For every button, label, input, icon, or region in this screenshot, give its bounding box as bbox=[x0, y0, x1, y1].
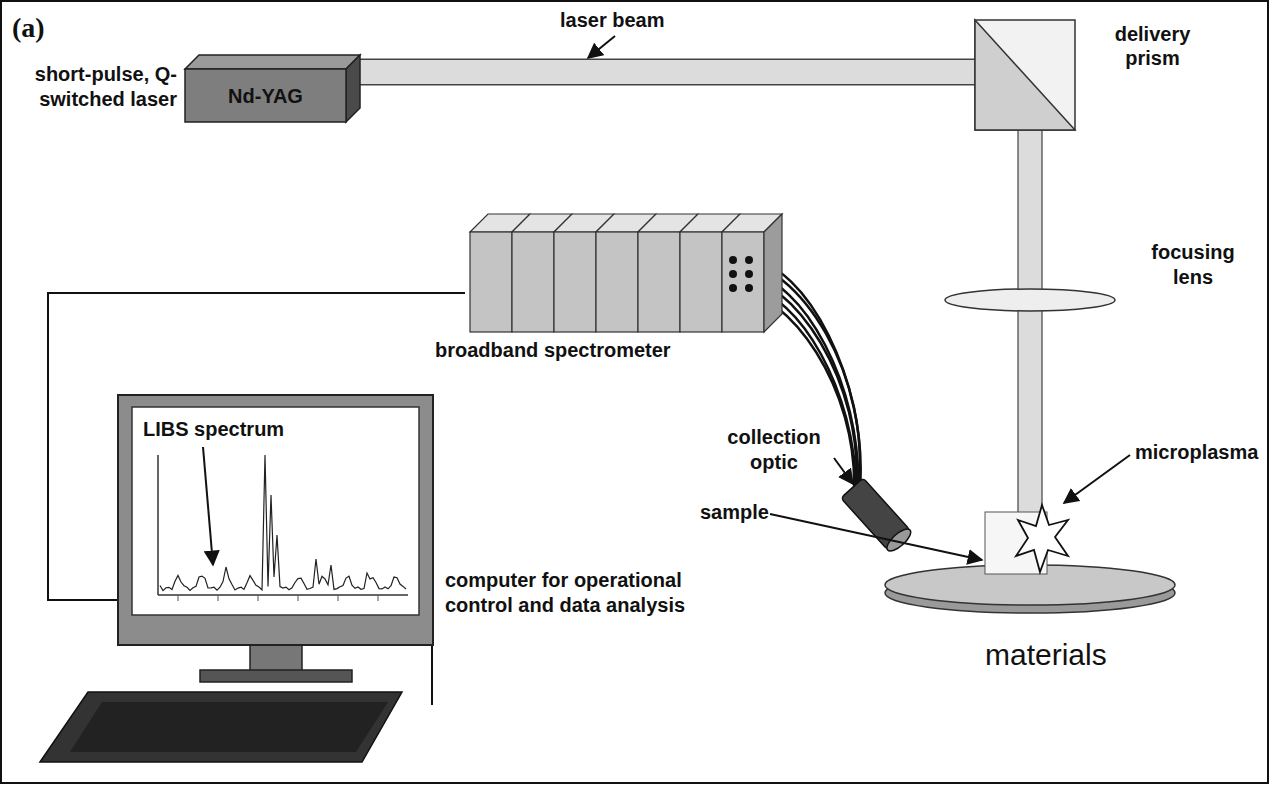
laser-label: short-pulse, Q-switched laser bbox=[5, 62, 177, 112]
spectrometer-slab bbox=[680, 232, 722, 332]
delivery-prism-shape bbox=[975, 20, 1075, 130]
vertical-beam bbox=[1018, 128, 1042, 514]
spectrometer-slab bbox=[722, 232, 764, 332]
spectrometer-slab bbox=[470, 232, 512, 332]
fiber-port bbox=[745, 256, 753, 264]
monitor-screen bbox=[132, 407, 419, 615]
prism-mirror bbox=[975, 20, 1075, 130]
fiber-port bbox=[745, 270, 753, 278]
spectrometer-side bbox=[764, 214, 782, 332]
axis-tick bbox=[258, 595, 259, 601]
spectrometer-box: broadband spectrometer bbox=[465, 210, 790, 335]
sample-label: sample bbox=[700, 500, 769, 525]
spectrum-axis bbox=[157, 455, 159, 595]
node-text: broadband spectrometer bbox=[435, 338, 671, 362]
laser-front bbox=[185, 69, 346, 122]
leader-line bbox=[834, 458, 853, 484]
fiber-port bbox=[729, 270, 737, 278]
axis-tick bbox=[298, 595, 299, 601]
keyboard bbox=[40, 692, 402, 762]
leader-line bbox=[1064, 455, 1130, 503]
leader-line bbox=[588, 36, 615, 58]
node-text: Nd-YAG bbox=[185, 69, 346, 122]
keyboard-keys bbox=[70, 702, 388, 752]
fiber-port bbox=[745, 284, 753, 292]
node-text: delivery prism bbox=[1095, 22, 1210, 70]
computer-monitor: LIBS spectrum bbox=[118, 395, 433, 645]
spectrum-axis bbox=[158, 594, 408, 596]
node-text: LIBS spectrum bbox=[143, 417, 284, 441]
laser-top bbox=[185, 55, 360, 69]
spectrum-trace bbox=[160, 455, 406, 591]
fiber-port bbox=[729, 256, 737, 264]
microplasma-spark bbox=[1016, 505, 1068, 572]
laser-side bbox=[346, 55, 360, 122]
prism-face bbox=[975, 20, 1075, 130]
leader-line bbox=[770, 514, 982, 560]
lens-label: focusing lens bbox=[1133, 240, 1253, 290]
axis-tick bbox=[338, 595, 339, 601]
axis-tick bbox=[218, 595, 219, 601]
spectrometer-slab bbox=[554, 232, 596, 332]
beam-outline bbox=[360, 59, 975, 86]
spectrometer-box-shape bbox=[465, 210, 790, 335]
leader-line bbox=[203, 447, 213, 565]
spectrometer-slab bbox=[638, 232, 680, 332]
optic-label: collection optic bbox=[715, 425, 833, 475]
axis-tick bbox=[378, 595, 379, 601]
spectrometer-slab bbox=[512, 232, 554, 332]
monitor-neck bbox=[250, 644, 302, 672]
computer-label: computer for operational control and dat… bbox=[445, 568, 745, 618]
fiber-port bbox=[729, 284, 737, 292]
beam-label: laser beam bbox=[560, 8, 665, 33]
monitor-base bbox=[200, 670, 352, 682]
laser-box: Nd-YAG bbox=[185, 55, 360, 122]
delivery-prism: delivery prism bbox=[975, 20, 1075, 130]
materials-label: materials bbox=[985, 636, 1107, 674]
spectrometer-slab bbox=[596, 232, 638, 332]
plasma-label: microplasma bbox=[1135, 440, 1258, 465]
panel-letter: (a) bbox=[12, 10, 45, 45]
laser-beam bbox=[360, 60, 975, 84]
focusing-lens bbox=[945, 289, 1115, 311]
monitor-bezel bbox=[118, 395, 433, 645]
axis-tick bbox=[178, 595, 179, 601]
